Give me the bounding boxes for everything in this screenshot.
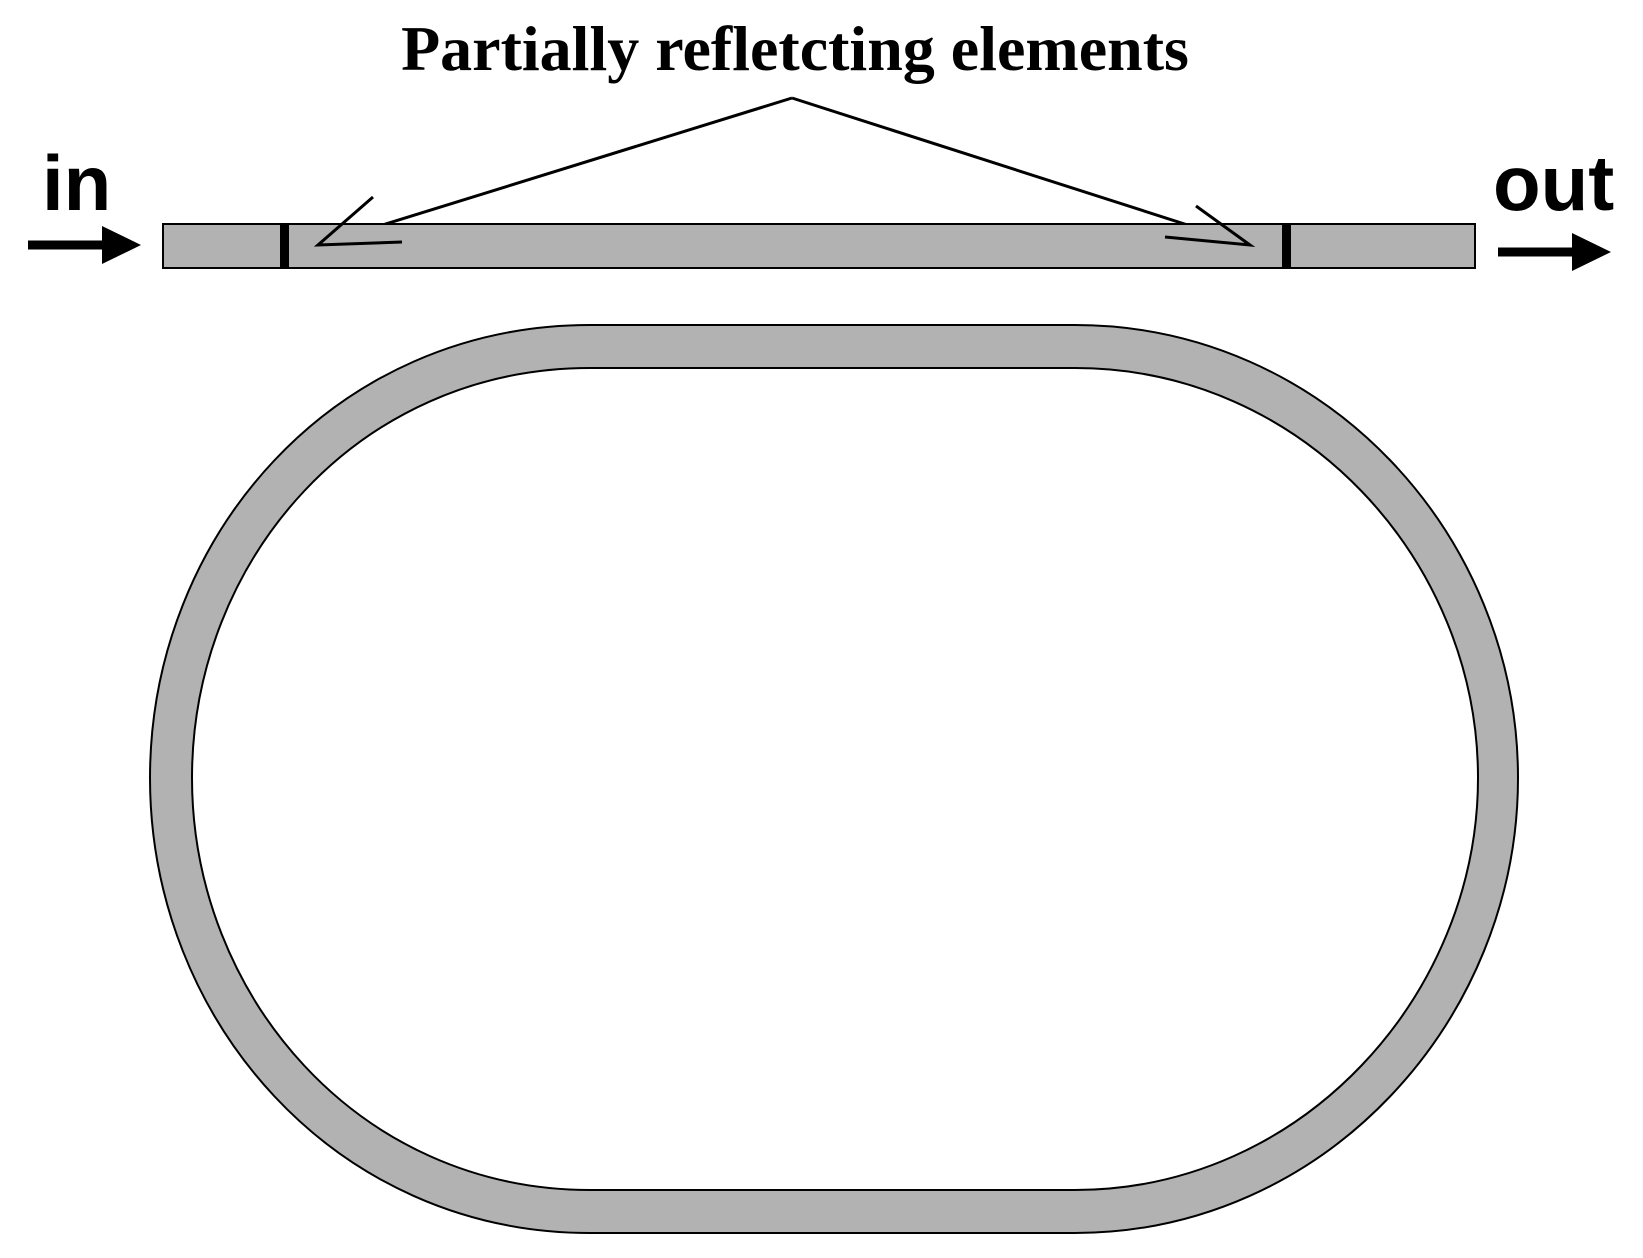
pointer-arrowheads (313, 195, 1256, 248)
input-arrow-icon (28, 226, 141, 264)
ring-resonator (148, 324, 1520, 1234)
pointer-line-left (317, 96, 793, 247)
bus-waveguide (162, 223, 1476, 269)
output-arrow-icon (1498, 233, 1611, 271)
title-pointer-lines (317, 96, 1251, 247)
pointer-arrowhead-right (1164, 204, 1256, 248)
output-label: out (1493, 139, 1614, 227)
reflecting-element-left (280, 224, 289, 268)
input-label: in (42, 139, 111, 227)
reflecting-element-right (1282, 224, 1291, 268)
diagram-title: Partially refletcting elements (401, 13, 1189, 84)
pointer-arrowhead-left (313, 195, 403, 247)
pointer-line-right (791, 96, 1251, 247)
